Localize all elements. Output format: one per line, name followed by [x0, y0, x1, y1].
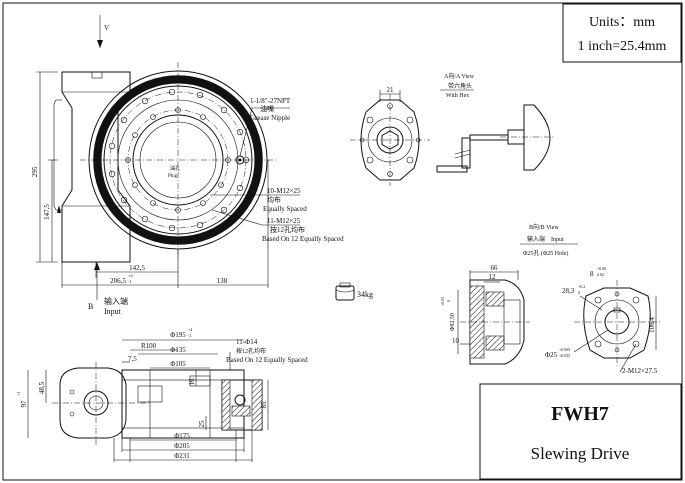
sec-hole-en: Based On 12 Equally Spaced — [226, 356, 308, 364]
outer-bolt-holes — [108, 88, 250, 232]
product-name: Slewing Drive — [531, 444, 630, 463]
center-label-en: Plug — [168, 174, 178, 179]
b-view-input-cn: 输入端 — [527, 235, 545, 243]
b-dim-28-3-lower: 0 — [578, 290, 580, 295]
sec-dim-195: Φ195 — [170, 331, 186, 339]
sec-hole-cn: 按12孔均布 — [236, 347, 266, 355]
sec-dim-48-5: 48,5 — [38, 381, 46, 394]
a-view-sub-cn: 带六角头 — [448, 82, 472, 90]
b-dim-8-upper: +0.06 — [597, 266, 606, 271]
units-line1: Units：mm — [589, 15, 655, 30]
dim-138: 138 — [217, 277, 228, 285]
sec-dim-85: 85 — [260, 401, 268, 409]
model-name: FWH7 — [551, 403, 609, 425]
dim-147-5: 147,5 — [43, 204, 51, 220]
sec-dim-7-5: 7,5 — [128, 355, 137, 363]
b-view-input-en: Input — [551, 237, 564, 243]
grease-en: Grease Nipple — [250, 114, 290, 122]
dim-206-5-upper: +2 — [128, 273, 133, 278]
a-view: A向/A View 带六角头 With Hex 21 — [350, 72, 555, 186]
b-dim-82-5-lower: 0 — [446, 300, 451, 302]
dim-295: 295 — [31, 166, 39, 177]
sec-dim-97-tol: +1 — [16, 392, 21, 396]
sec-dim-16: 16 — [188, 378, 196, 386]
bolt1-cn: 均布 — [267, 195, 281, 204]
b-dim-25: Φ25 — [545, 351, 558, 359]
weight-icon — [335, 282, 355, 301]
bolt2-cn: 按12孔均布 — [270, 225, 305, 234]
sec-dim-231: Φ231 — [174, 452, 190, 460]
sec-dim-135: Φ135 — [170, 346, 186, 354]
b-bolt: 2-M12×27.5 — [622, 367, 658, 375]
sec-dim-175: Φ175 — [174, 432, 190, 440]
label-b: B — [88, 302, 93, 311]
label-v: V — [104, 24, 109, 32]
b-view-hole: Φ25孔 (Φ25 Hole) — [523, 249, 568, 257]
b-dim-12: 12 — [489, 273, 497, 281]
bolt2-en: Based On 12 Equally Spaced — [262, 235, 344, 243]
b-view: B向/B View 输入端 Input Φ25孔 (Φ25 Hole) 66 1… — [440, 223, 660, 375]
sec-dim-97: 97 — [20, 400, 28, 408]
dim-206-5-lower: -1 — [128, 279, 132, 284]
bolt1-en: Equally Spaced — [263, 205, 307, 213]
sec-hole-spec: 11-Φ14 — [236, 338, 258, 346]
grease-spec: 1-1/8"-27NPT — [250, 97, 291, 105]
center-label-cn: 油孔 — [170, 165, 180, 172]
bolt2-spec: 11-M12×25 — [267, 217, 301, 225]
b-dim-8: 8 — [590, 270, 594, 278]
b-dim-82-5: Φ82,50 — [450, 313, 456, 331]
b-dim-10: 10 — [452, 337, 460, 345]
units-line2: 1 inch=25.4mm — [578, 39, 667, 54]
dim-206-5: 206,5 — [110, 277, 126, 285]
b-dim-8-lower: 0.02 — [597, 272, 604, 277]
a-view-sub-en: With Hex — [446, 93, 469, 99]
b-dim-66: 66 — [491, 264, 499, 272]
b-dim-82-5-upper: +0.05 — [440, 297, 445, 306]
b-dim-25-upper: +0.065 — [559, 347, 570, 352]
b-view-title: B向/B View — [529, 223, 559, 231]
grease-cn: 油嘴 — [260, 104, 274, 113]
dim-142-5: 142,5 — [129, 264, 145, 272]
b-dim-28-3-upper: +0.2 — [578, 284, 585, 289]
sec-dim-205: Φ205 — [174, 442, 190, 450]
sec-dim-195-lower: -2 — [188, 333, 191, 338]
a-dim-21: 21 — [387, 86, 395, 94]
weight-value: 34kg — [357, 290, 373, 299]
input-cn: 输入端 — [104, 296, 128, 306]
sec-dim-195-upper: +4 — [188, 327, 192, 332]
front-view: V — [31, 15, 344, 316]
inner-bolt-holes — [125, 107, 231, 213]
b-dim-106-4: 106,4 — [648, 317, 656, 333]
a-view-title: A向/A View — [444, 72, 475, 80]
section-view: Φ195 +4 -2 R100 Φ135 Φ105 7,5 11-Φ14 按12… — [16, 327, 308, 462]
bolt1-spec: 10-M12×25 — [267, 187, 301, 195]
b-dim-28-3: 28,3 — [562, 287, 575, 295]
sec-r100: R100 — [141, 342, 157, 350]
b-dim-25-lower: +0.025 — [559, 353, 570, 358]
input-en: Input — [104, 307, 122, 316]
sec-dim-105: Φ105 — [170, 360, 186, 368]
sec-dim-25: 25 — [198, 420, 206, 428]
units-box: Units：mm 1 inch=25.4mm — [562, 3, 682, 63]
title-box: FWH7 Slewing Drive — [479, 383, 682, 480]
